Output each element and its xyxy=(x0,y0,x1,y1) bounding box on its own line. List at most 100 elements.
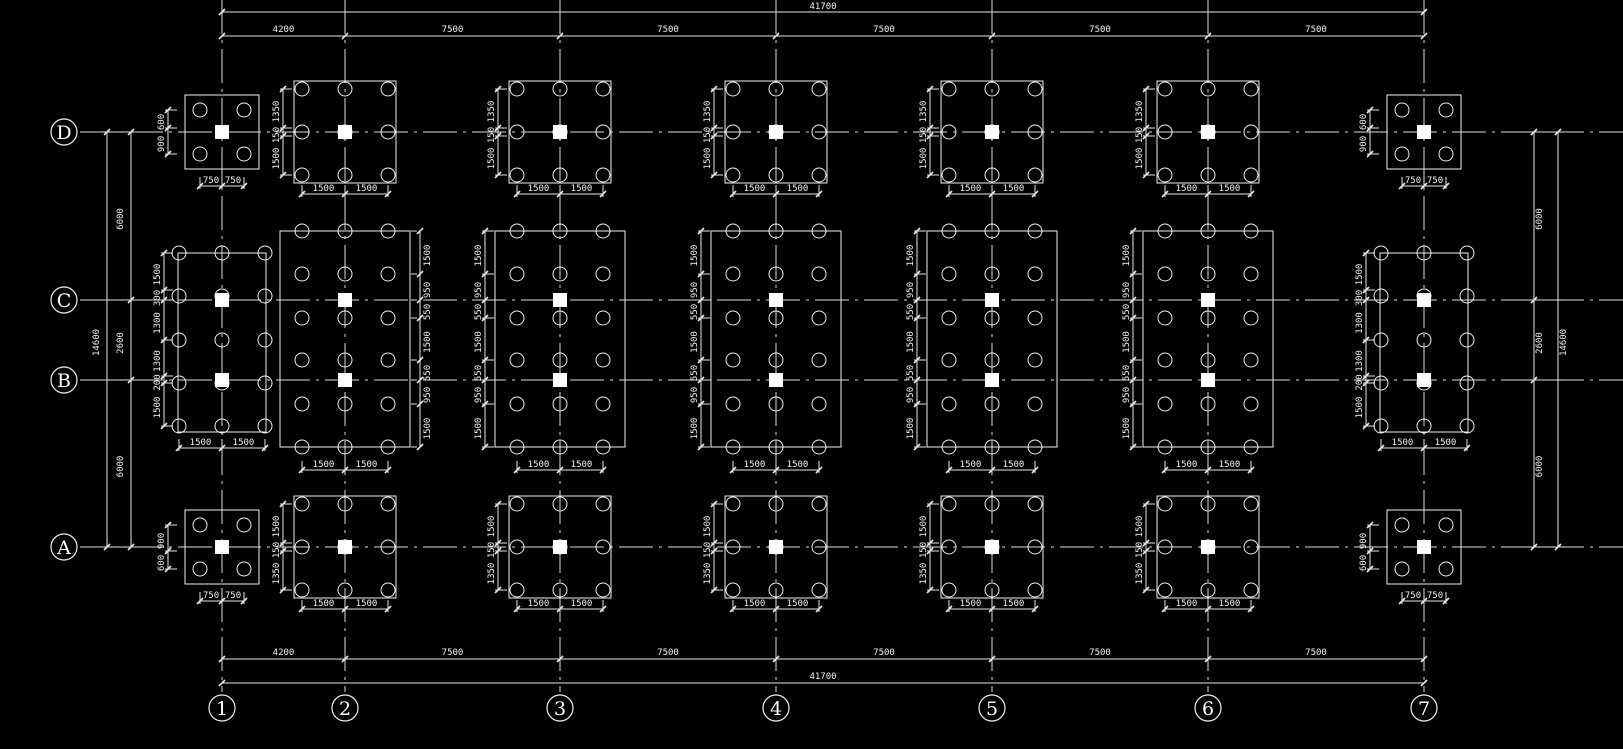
pile-circle xyxy=(811,439,827,455)
cap-dim-text: 1500 xyxy=(703,516,713,538)
pile-circle xyxy=(1157,439,1173,455)
pile-circle xyxy=(1459,288,1475,304)
cap-dim-text: 1500 xyxy=(960,460,982,470)
pile-circle xyxy=(337,167,353,183)
cap-dim-text: 950 xyxy=(906,282,916,298)
pile-circle xyxy=(1200,310,1216,326)
pile-cap-medium xyxy=(940,80,1044,184)
grid-label-col-5: 5 xyxy=(986,698,998,720)
pile-circle xyxy=(984,310,1000,326)
pile-circle xyxy=(768,167,784,183)
pile-circle xyxy=(1027,310,1043,326)
pile-circle xyxy=(509,439,525,455)
pile-circle xyxy=(552,352,568,368)
pile-circle xyxy=(595,124,611,140)
pile-circle xyxy=(294,539,310,555)
dim-tick xyxy=(1420,679,1428,687)
pile-circle xyxy=(984,81,1000,97)
cap-dim-text: 150 xyxy=(703,542,713,558)
pile-circle xyxy=(725,439,741,455)
cap-dim-text: 550 xyxy=(690,365,700,381)
grid-bubble-col-3 xyxy=(546,694,574,722)
pile-circle xyxy=(1027,81,1043,97)
pile-circle xyxy=(811,310,827,326)
pile-circle xyxy=(1157,124,1173,140)
dim-tick xyxy=(341,32,349,40)
cap-dim-text: 150 xyxy=(272,542,282,558)
pile-circle xyxy=(768,352,784,368)
pile-circle xyxy=(1027,167,1043,183)
pile-circle xyxy=(552,496,568,512)
cap-dim-text: 550 xyxy=(690,304,700,320)
pile-cap-medium xyxy=(724,495,828,599)
pile-circle xyxy=(1027,396,1043,412)
pile-circle xyxy=(337,352,353,368)
grid-label-col-4: 4 xyxy=(770,698,782,720)
cap-dim-text: 1500 xyxy=(528,460,550,470)
dim-tick xyxy=(1420,32,1428,40)
cap-dim-text: 1300 xyxy=(153,350,163,372)
pile-circle xyxy=(1394,146,1410,162)
cap-dim-text: 1500 xyxy=(906,245,916,267)
pile-circle xyxy=(294,124,310,140)
pile-circle xyxy=(1373,332,1389,348)
cap-dim-text: 950 xyxy=(423,282,433,298)
cap-dim-text: 1500 xyxy=(744,460,766,470)
overall-dim-text-top: 41700 xyxy=(809,2,836,12)
pile-circle xyxy=(509,310,525,326)
cap-dim-text: 1500 xyxy=(1176,460,1198,470)
column-square xyxy=(215,373,229,387)
pile-circle xyxy=(294,81,310,97)
pile-cap-medium xyxy=(724,80,828,184)
cap-dim-text: 150 xyxy=(703,127,713,143)
cap-dim-text: 1500 xyxy=(1135,148,1145,170)
cap-dim-text: 950 xyxy=(906,387,916,403)
overall-dim-text-bottom: 41700 xyxy=(809,672,836,682)
cap-dim-text: 1500 xyxy=(356,599,378,609)
cap-dim-text: 150 xyxy=(919,127,929,143)
column-square xyxy=(1201,125,1215,139)
cap-dim-text: 1500 xyxy=(787,460,809,470)
pile-cap-medium xyxy=(293,495,397,599)
dim-tick xyxy=(218,32,226,40)
pile-circle xyxy=(1200,81,1216,97)
pile-circle xyxy=(552,223,568,239)
cap-dim-text: 1350 xyxy=(1135,563,1145,585)
pile-circle xyxy=(1459,332,1475,348)
cap-dim-text: 600 xyxy=(157,114,167,130)
cap-dim-text: 1350 xyxy=(272,563,282,585)
pile-circle xyxy=(1027,352,1043,368)
pile-circle xyxy=(1157,310,1173,326)
cap-dim-text: 900 xyxy=(157,136,167,152)
pile-circle xyxy=(380,310,396,326)
pile-circle xyxy=(1416,332,1432,348)
pile-circle xyxy=(380,582,396,598)
cap-dim-text: 150 xyxy=(1135,542,1145,558)
pile-circle xyxy=(725,396,741,412)
pile-circle xyxy=(941,582,957,598)
cap-dim-text: 1500 xyxy=(1003,599,1025,609)
cap-dim-text: 1500 xyxy=(1176,184,1198,194)
bay-dim-text-top: 7500 xyxy=(873,25,895,35)
pile-circle xyxy=(380,352,396,368)
grid-bubble-col-1 xyxy=(208,694,236,722)
dim-tick xyxy=(1204,655,1212,663)
dim-tick xyxy=(772,655,780,663)
pile-circle xyxy=(1200,496,1216,512)
pile-circle xyxy=(192,517,208,533)
pile-circle xyxy=(811,352,827,368)
pile-circle xyxy=(1200,396,1216,412)
pile-circle xyxy=(941,223,957,239)
pile-circle xyxy=(1027,266,1043,282)
pile-cap-medium xyxy=(508,80,612,184)
pile-circle xyxy=(1027,439,1043,455)
pile-cap-large xyxy=(494,230,626,448)
pile-circle xyxy=(1157,352,1173,368)
cap-dim-text: 1500 xyxy=(919,148,929,170)
dim-tick xyxy=(1204,32,1212,40)
pile-circle xyxy=(1243,167,1259,183)
pile-circle xyxy=(214,332,230,348)
pile-circle xyxy=(941,439,957,455)
pile-cap-small xyxy=(184,509,260,585)
